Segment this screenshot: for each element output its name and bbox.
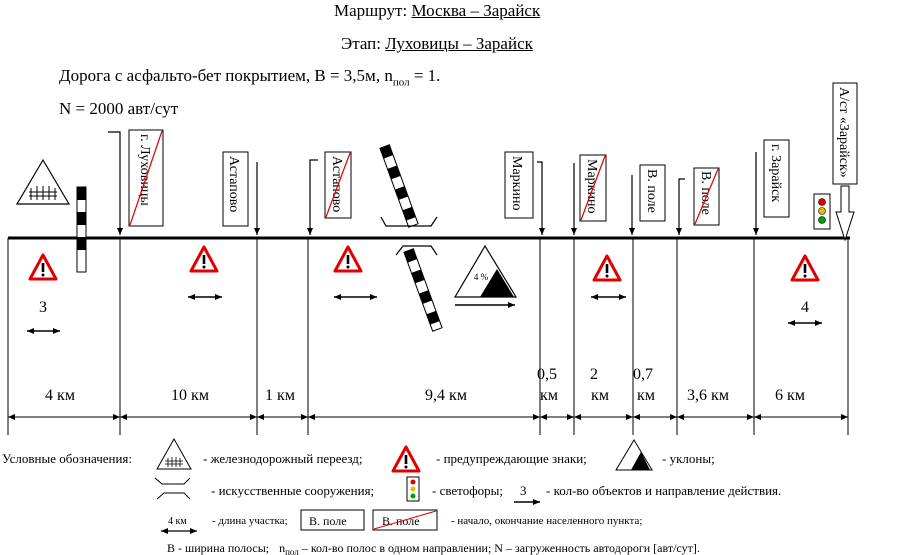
legend-structure-icon [154,477,191,500]
legend-title: Условные обозначения: [2,451,132,466]
segment-boundaries [7,238,849,435]
segment-label: 3,6 км [687,387,729,404]
object-count: 3 [39,299,47,316]
settlement-sign-markino-start: Маркино [504,151,534,219]
route-value: Москва – Зарайск [411,1,541,20]
bus-station-sign: А/ст «Зарайск» [832,82,858,242]
svg-text:Маркино: Маркино [509,156,524,210]
legend-structure-text: - искусственные сооружения; [211,483,374,498]
legend-warning-icon [391,445,421,473]
legend-start-box [300,509,365,531]
road-description: Дорога с асфальто-бет покрытием, В = 3,5… [59,66,440,88]
svg-text:г. Зарайск: г. Зарайск [768,144,783,202]
segment-label: 0,7 [633,366,653,383]
warning-sign-icon [28,253,58,281]
segment-label: 9,4 км [425,387,467,404]
road-text: Дорога с асфальто-бет покрытием, В = 3,5… [59,66,393,85]
segment-label: 4 км [45,387,75,404]
settlement-sign-zaraysk: г. Зарайск [763,139,790,218]
legend-railway-icon [156,437,192,470]
segment-label: 0,5 [537,366,557,383]
segment-label: км [591,387,609,404]
legend: Условные обозначения: - железнодорожный … [2,437,781,555]
legend-length-example: 4 км [168,516,187,527]
settlement-markers [108,131,759,235]
legend-warning-text: - предупреждающие знаки; [436,451,587,466]
segment-label: 2 [590,366,598,383]
warning-sign-icon [333,245,363,273]
settlement-sign-vpole-start: В. поле [639,164,666,222]
legend-traffic-light-icon [406,476,420,502]
stage-title: Этап: Луховицы – Зарайск [341,34,533,54]
route-title: Маршрут: Москва – Зарайск [334,1,540,21]
segment-label: 6 км [775,387,805,404]
legend-count-text: - кол-во объектов и направление действия… [546,483,781,498]
road-sub: пол [392,76,410,89]
svg-text:В. поле: В. поле [644,169,659,213]
traffic-intensity: N = 2000 авт/сут [59,99,179,118]
warning-sign-icon [189,245,219,273]
settlement-sign-vpole-end: В. поле [693,167,720,226]
railway-crossing-icon [15,158,71,205]
legend-note: В - ширина полосы;nпол – кол-во полос в … [167,541,700,555]
svg-text:В. поле: В. поле [698,171,713,215]
svg-text:Маркино: Маркино [584,159,599,213]
legend-count-example: 3 [520,483,527,498]
warning-sign-icon [592,254,622,282]
settlement-sign-markino-end: Маркино [579,154,607,222]
legend-start-end-text: - начало, окончание населенного пункта; [451,515,642,527]
svg-text:4 %: 4 % [474,272,489,282]
object-count: 4 [801,299,809,316]
slope-sign-icon: 4 % [453,244,518,298]
svg-text:В. поле: В. поле [309,514,347,528]
segment-label: км [540,387,558,404]
settlement-sign-astapovo-start: Астапово [222,151,249,227]
svg-text:А/ст «Зарайск»: А/ст «Зарайск» [836,87,851,178]
segment-label: км [637,387,655,404]
bridge-structure-icon [379,144,443,332]
route-label: Маршрут: [334,1,412,20]
stage-value: Луховицы – Зарайск [385,34,533,53]
settlement-sign-astapovo-end: Астапово [324,151,352,219]
railway-barrier-icon [76,186,87,273]
legend-slope-text: - уклоны; [662,451,715,466]
segment-label: 10 км [171,387,209,404]
legend-lights-text: - светофоры; [432,483,503,498]
warning-sign-icon [790,254,820,282]
legend-railway-text: - железнодорожный переезд; [203,451,363,466]
svg-text:Астапово: Астапово [226,156,241,212]
segment-label: 1 км [265,387,295,404]
legend-slope-icon [615,439,653,471]
traffic-light-icon [813,193,831,230]
legend-length-text: - длина участка; [212,515,288,527]
direction-arrows [27,294,822,334]
settlement-sign-luhovicy: г. Луховицы [128,129,164,227]
stage-label: Этап: [341,34,386,53]
road-tail: = 1. [409,66,441,85]
svg-text:г. Луховицы: г. Луховицы [137,134,152,206]
